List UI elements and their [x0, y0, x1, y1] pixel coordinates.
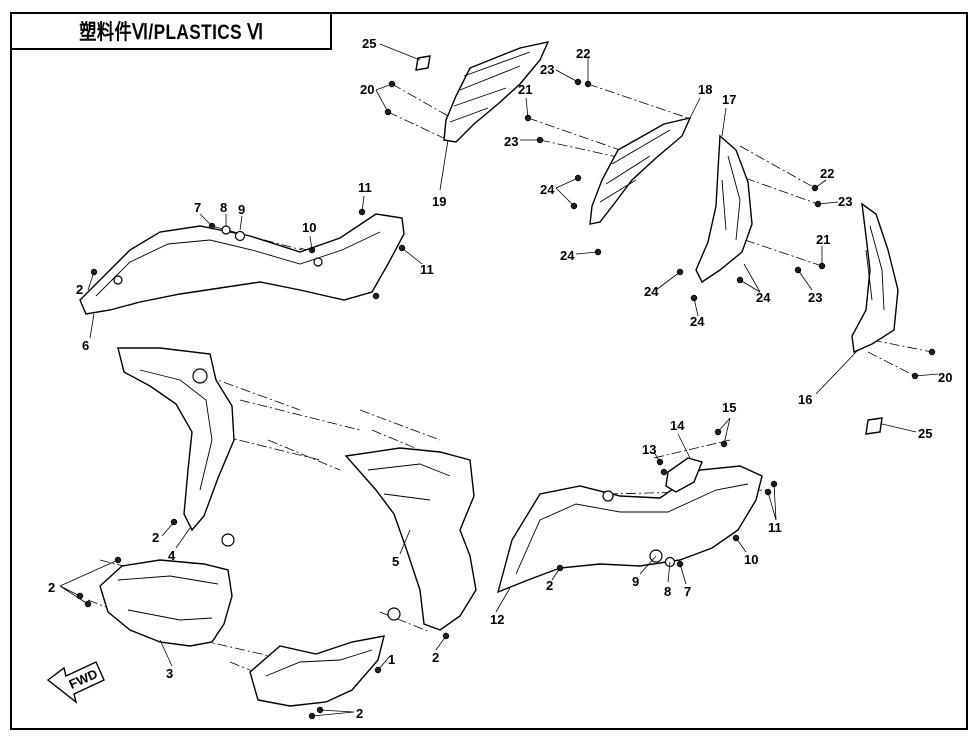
callout-24: 24	[560, 248, 575, 263]
callout-10: 10	[302, 220, 316, 235]
callout-7: 7	[684, 584, 691, 599]
callout-23: 23	[838, 194, 852, 209]
callout-19: 19	[432, 194, 446, 209]
part-19-front-panel-left	[443, 41, 550, 143]
part-3-lower-cover	[99, 559, 233, 647]
part-16-panel	[851, 202, 899, 354]
callout-21: 21	[518, 82, 532, 97]
callout-6: 6	[82, 338, 89, 353]
part-18-panel	[589, 117, 692, 225]
callout-20: 20	[360, 82, 374, 97]
part-17-panel	[695, 134, 753, 284]
diagram-title: 塑料件Ⅵ/PLASTICS Ⅵ	[78, 21, 264, 44]
callout-14: 14	[670, 418, 685, 433]
callout-7: 7	[194, 200, 201, 215]
callout-8: 8	[664, 584, 671, 599]
callout-23: 23	[504, 134, 518, 149]
callout-24: 24	[644, 284, 659, 299]
title-box: 塑料件Ⅵ/PLASTICS Ⅵ	[10, 12, 332, 50]
callout-2: 2	[546, 578, 553, 593]
callout-18: 18	[698, 82, 712, 97]
callout-25: 25	[918, 426, 932, 441]
callout-8: 8	[220, 200, 227, 215]
callout-1: 1	[388, 652, 395, 667]
part-5-inner-panel	[344, 447, 477, 631]
part-25-clips	[415, 55, 883, 435]
callout-16: 16	[798, 392, 812, 407]
part-6-side-cover-left	[79, 213, 405, 315]
callout-2: 2	[432, 650, 439, 665]
part-14-bracket	[665, 457, 703, 493]
callout-12: 12	[490, 612, 504, 627]
callout-22: 22	[576, 46, 590, 61]
callout-22: 22	[820, 166, 834, 181]
callout-21: 21	[816, 232, 830, 247]
callout-17: 17	[722, 92, 736, 107]
callout-leaders	[59, 43, 939, 717]
callout-20: 20	[938, 370, 952, 385]
part-1-belly-pan	[249, 635, 385, 707]
callout-3: 3	[166, 666, 173, 681]
callout-15: 15	[722, 400, 736, 415]
callout-23: 23	[808, 290, 822, 305]
callout-11: 11	[420, 262, 434, 277]
callout-13: 13	[642, 442, 656, 457]
callout-2: 2	[152, 530, 159, 545]
callout-2: 2	[48, 580, 55, 595]
callout-5: 5	[392, 554, 399, 569]
part-12-side-cover-right	[496, 465, 763, 594]
fwd-arrow: FWD	[46, 661, 105, 704]
fasteners	[76, 78, 936, 720]
callout-25: 25	[362, 36, 376, 51]
part-4-fairing-left	[117, 347, 235, 532]
callout-24: 24	[756, 290, 771, 305]
diagram-frame	[10, 12, 968, 730]
callout-10: 10	[744, 552, 758, 567]
callout-11: 11	[768, 520, 782, 535]
callout-2: 2	[76, 282, 83, 297]
callout-11: 11	[358, 180, 372, 195]
callout-24: 24	[690, 314, 705, 329]
callout-23: 23	[540, 62, 554, 77]
callout-4: 4	[168, 548, 176, 563]
callout-9: 9	[238, 202, 245, 217]
callout-2: 2	[356, 706, 363, 721]
callout-labels: 1 2 2 2 2 2 2 3 4 5 6 7 7 8 8 9 9 10 10 …	[48, 36, 952, 721]
callout-24: 24	[540, 182, 555, 197]
callout-9: 9	[632, 574, 639, 589]
